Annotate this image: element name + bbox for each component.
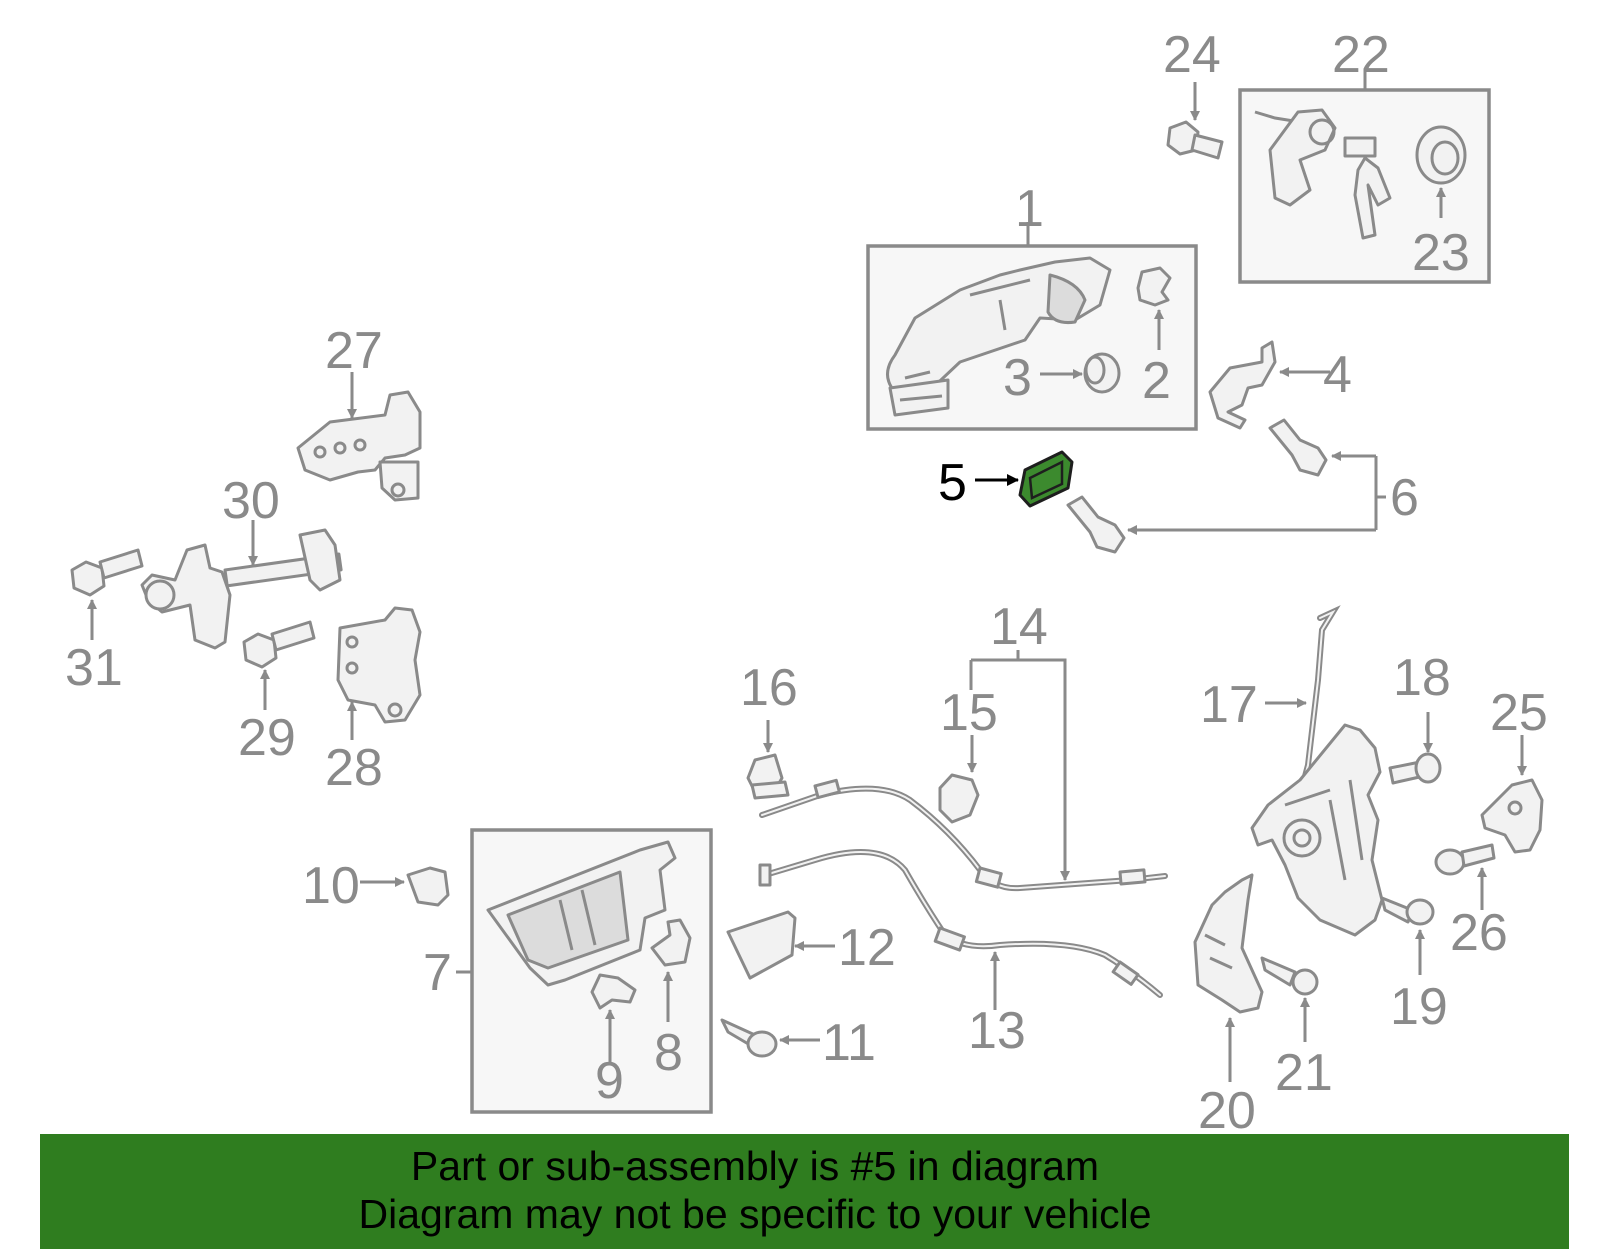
screw-part-26 [1434, 843, 1496, 876]
callout-24: 24 [1163, 26, 1221, 84]
callout-26: 26 [1450, 904, 1508, 962]
bolt-part-18 [1388, 752, 1442, 785]
door-check-part-30 [140, 528, 343, 650]
inside-door-handle [486, 840, 677, 987]
upper-hinge-part-27 [296, 390, 422, 502]
callout-19: 19 [1390, 978, 1448, 1036]
bolt-part-29 [242, 620, 316, 669]
callout-18: 18 [1393, 649, 1451, 707]
callout-17: 17 [1200, 676, 1258, 734]
screw-part-21 [1260, 956, 1319, 996]
callout-8: 8 [654, 1024, 683, 1082]
bolt-part-6-lower [1066, 495, 1126, 554]
pad-part-12 [726, 910, 797, 980]
clip-part-10 [406, 866, 450, 907]
bracket-part-4 [1208, 340, 1277, 430]
clip-part-9 [590, 973, 637, 1010]
callout-14: 14 [990, 598, 1048, 656]
callout-6: 6 [1390, 469, 1419, 527]
callout-11: 11 [822, 1014, 876, 1072]
banner-line-1: Part or sub-assembly is #5 in diagram [410, 1143, 1100, 1189]
callout-25: 25 [1490, 684, 1548, 742]
callout-16: 16 [740, 659, 798, 717]
plug-part-3 [1083, 352, 1121, 394]
outside-door-handle [886, 256, 1112, 417]
highlighted-part-5[interactable] [1018, 450, 1074, 508]
clip-part-16 [746, 753, 790, 800]
callout-29: 29 [238, 709, 296, 767]
plate-part-25 [1480, 778, 1544, 854]
callout-28: 28 [325, 739, 383, 797]
callout-12: 12 [838, 919, 896, 977]
callout-1: 1 [1015, 180, 1044, 238]
screw-part-11 [720, 1018, 778, 1058]
bracket-part-20 [1193, 873, 1264, 1014]
callout-13: 13 [968, 1002, 1026, 1060]
bolt-part-31 [70, 548, 144, 597]
callout-31: 31 [65, 639, 123, 697]
clip-part-8 [650, 918, 692, 967]
callout-27: 27 [325, 322, 383, 380]
callout-9: 9 [595, 1052, 624, 1110]
callout-3: 3 [1003, 349, 1032, 407]
door-latch-assembly [1250, 723, 1384, 937]
callout-10: 10 [302, 857, 360, 915]
cable-part-14 [759, 778, 1168, 892]
lower-hinge-part-28 [336, 606, 422, 724]
clip-part-15 [938, 773, 980, 824]
lock-cylinder-ring-part-23 [1415, 125, 1467, 185]
callout-5[interactable]: 5 [938, 454, 967, 512]
callout-21: 21 [1275, 1044, 1333, 1102]
info-banner: Part or sub-assembly is #5 in diagram Di… [40, 1134, 1569, 1249]
callout-7: 7 [423, 944, 452, 1002]
callout-4: 4 [1323, 346, 1352, 404]
callout-2: 2 [1142, 352, 1171, 410]
lock-cylinder-assembly [1254, 108, 1392, 240]
handle-cap-part-2 [1136, 266, 1172, 307]
callout-30: 30 [222, 472, 280, 530]
banner-line-2: Diagram may not be specific to your vehi… [358, 1191, 1152, 1237]
cable-part-13 [758, 849, 1163, 998]
callout-15: 15 [940, 684, 998, 742]
callout-22: 22 [1332, 26, 1390, 84]
callout-23: 23 [1412, 224, 1470, 282]
bolt-part-6-upper [1268, 418, 1328, 477]
bolt-part-24 [1166, 120, 1224, 160]
screw-part-19 [1380, 896, 1435, 926]
callout-20: 20 [1198, 1082, 1256, 1140]
